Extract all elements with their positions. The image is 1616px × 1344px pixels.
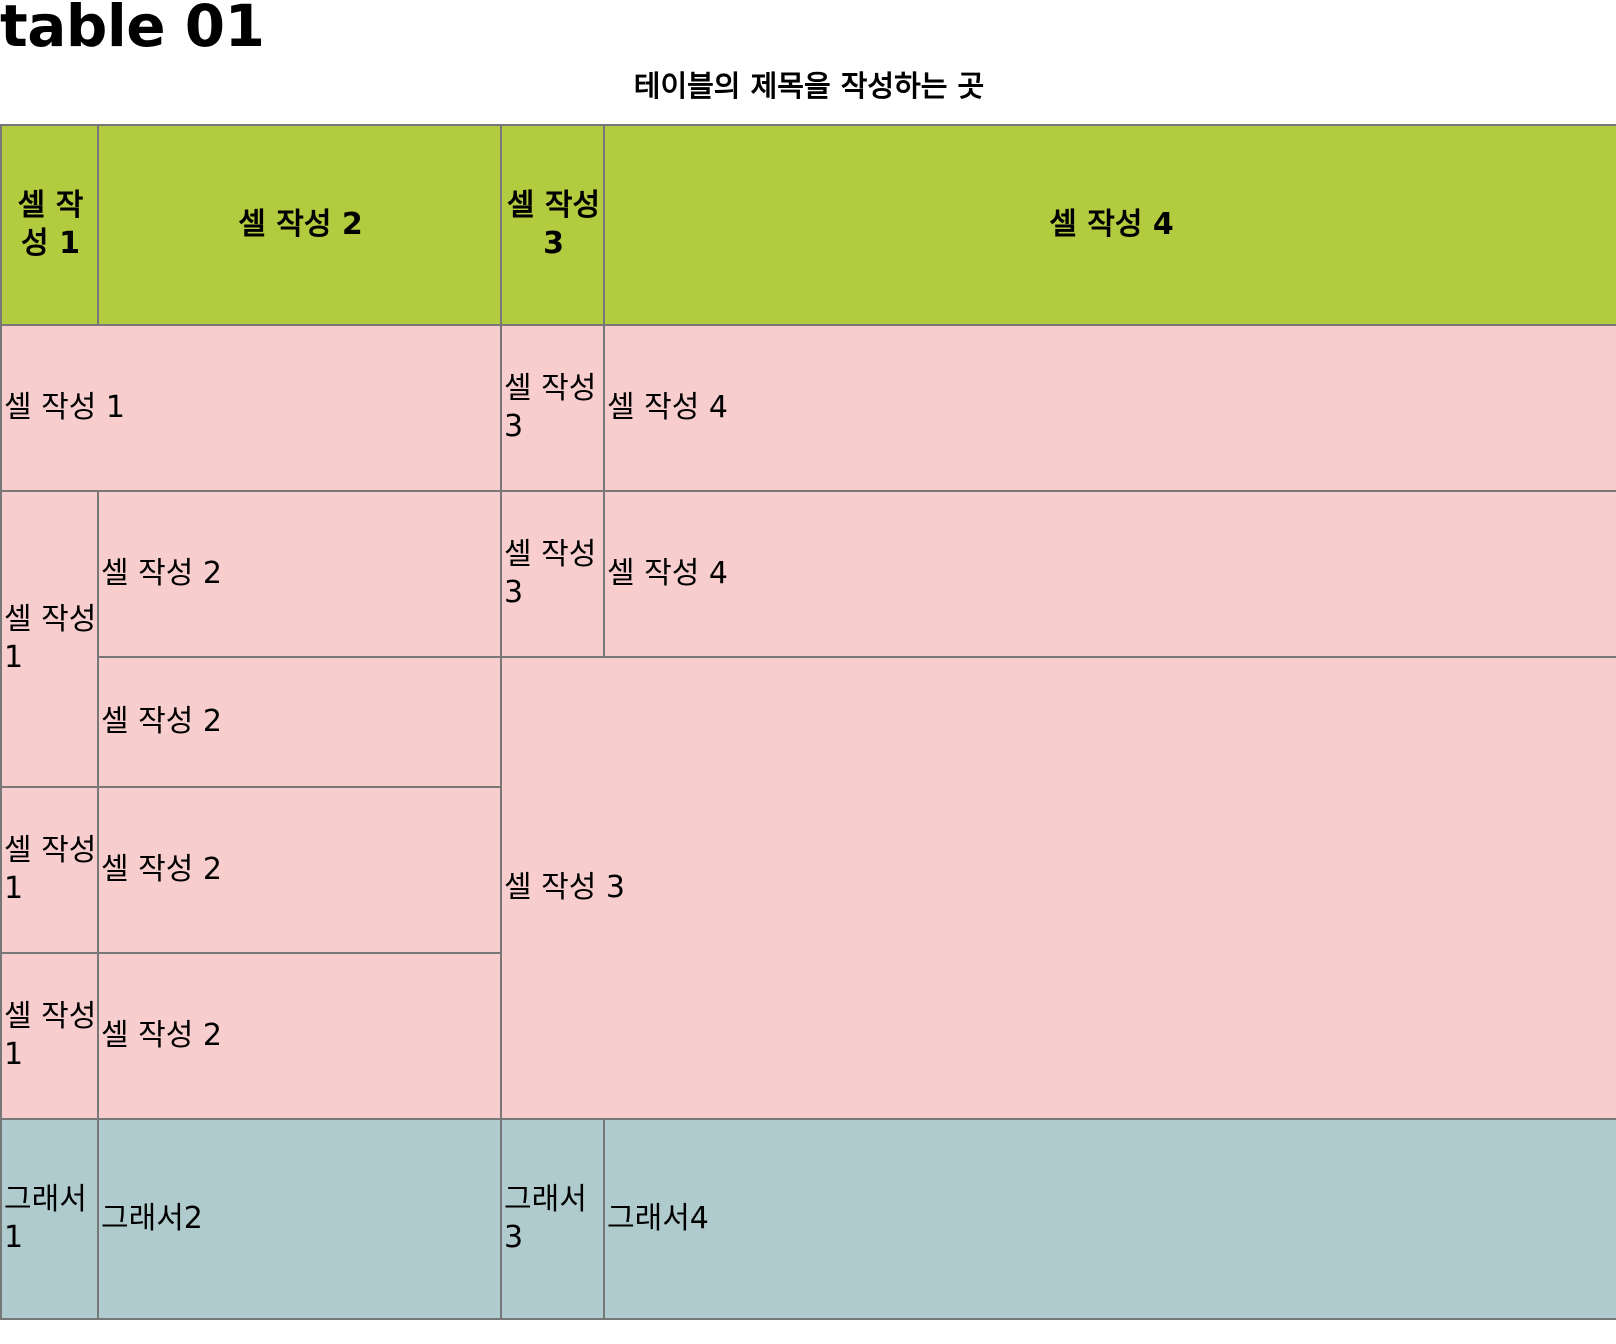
footer-cell-3: 그래서3 [500,1118,605,1320]
table-header-row: 셀 작성 1 셀 작성 2 셀 작성 3 셀 작성 4 [0,124,1616,326]
table-cell: 셀 작성 3 [500,324,605,492]
table-cell: 셀 작성 2 [97,656,502,788]
footer-cell-1: 그래서1 [0,1118,99,1320]
table-cell: 셀 작성 4 [603,490,1616,658]
page-title: table 01 [0,0,265,60]
table-cell: 셀 작성 2 [97,490,502,658]
table-row: 셀 작성 1 셀 작성 2 [0,952,1616,1120]
footer-cell-4: 그래서4 [603,1118,1616,1320]
footer-cell-2: 그래서2 [97,1118,502,1320]
table-footer-row: 그래서1 그래서2 그래서3 그래서4 [0,1118,1616,1320]
table-cell: 셀 작성 2 [97,952,502,1120]
header-cell-1: 셀 작성 1 [0,124,99,326]
table-row: 셀 작성 1 셀 작성 2 [0,786,1616,954]
header-cell-3: 셀 작성 3 [500,124,605,326]
header-cell-2: 셀 작성 2 [97,124,502,326]
table-caption: 테이블의 제목을 작성하는 곳 [633,69,985,103]
table-cell: 셀 작성 1 [0,952,99,1120]
table-row: 셀 작성 2 셀 작성 3 [1,656,1616,1120]
data-table: 테이블의 제목을 작성하는 곳 셀 작성 1 셀 작성 2 셀 작성 3 셀 작… [0,64,1616,1320]
table-row: 셀 작성 1 셀 작성 2 셀 작성 3 셀 작성 4 [0,490,1616,788]
table-cell: 셀 작성 2 [97,786,502,954]
table-cell: 셀 작성 1 [0,490,99,788]
table-cell: 셀 작성 3 [500,656,1616,1120]
table-row: 셀 작성 1 셀 작성 3 셀 작성 4 [0,324,1616,492]
table-cell: 셀 작성 1 [0,324,502,492]
table-cell: 셀 작성 4 [603,324,1616,492]
header-cell-4: 셀 작성 4 [603,124,1616,326]
table-cell: 셀 작성 1 [0,786,99,954]
table-cell: 셀 작성 3 [500,490,605,658]
